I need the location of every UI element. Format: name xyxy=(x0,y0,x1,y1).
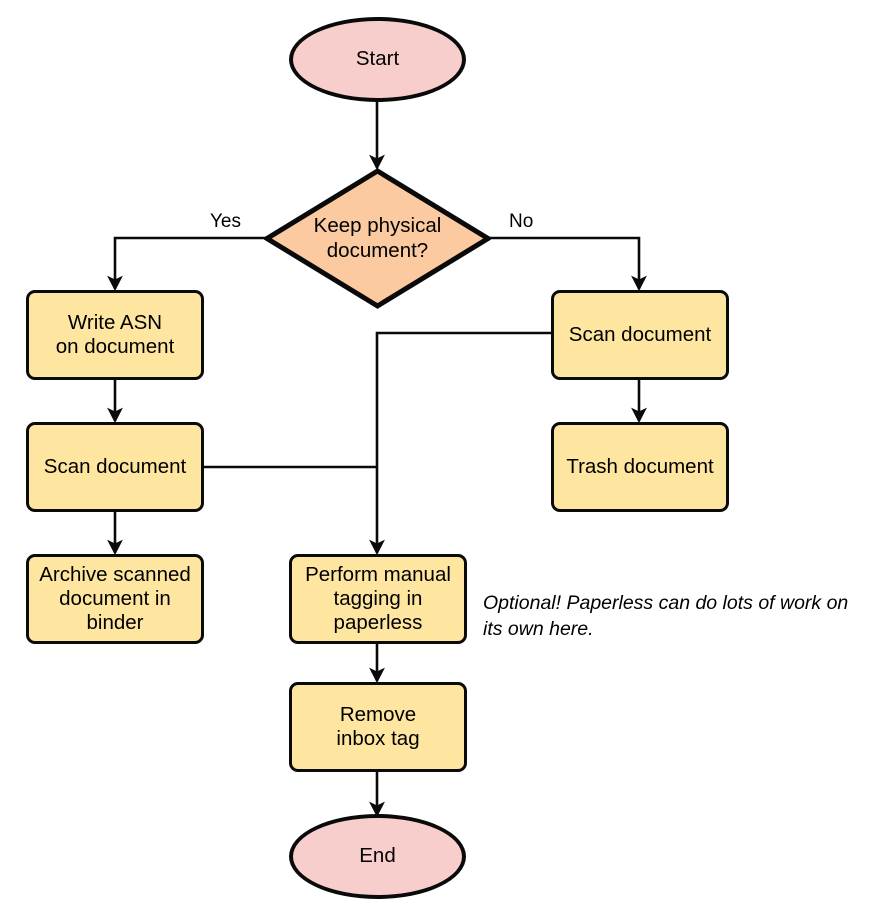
edge-label-no: No xyxy=(509,211,534,232)
node-start[interactable]: Start xyxy=(289,17,466,102)
node-remove-inbox-tag-label: Remove inbox tag xyxy=(336,702,420,750)
node-scan-document-left[interactable]: Scan document xyxy=(26,422,204,512)
diamond-shape xyxy=(264,168,491,309)
node-end[interactable]: End xyxy=(289,814,466,899)
edge-scan-right-to-manual-tag xyxy=(369,331,552,556)
node-perform-manual-tagging-label: Perform manual tagging in paperless xyxy=(305,562,451,635)
node-scan-document-right[interactable]: Scan document xyxy=(551,290,729,380)
node-end-label: End xyxy=(359,844,396,868)
node-trash-document[interactable]: Trash document xyxy=(551,422,729,512)
node-write-asn-label: Write ASN on document xyxy=(55,310,175,358)
edge-decision-yes-to-write-asn xyxy=(107,236,266,292)
node-perform-manual-tagging[interactable]: Perform manual tagging in paperless xyxy=(289,554,467,644)
node-remove-inbox-tag[interactable]: Remove inbox tag xyxy=(289,682,467,772)
edge-label-yes: Yes xyxy=(210,211,241,232)
node-archive-scanned-document[interactable]: Archive scanned document in binder xyxy=(26,554,204,644)
node-trash-document-label: Trash document xyxy=(566,454,714,478)
node-start-label: Start xyxy=(355,47,400,71)
node-write-asn[interactable]: Write ASN on document xyxy=(26,290,204,380)
node-archive-scanned-document-label: Archive scanned document in binder xyxy=(39,562,191,635)
node-scan-document-right-label: Scan document xyxy=(568,322,712,346)
node-keep-physical-document[interactable]: Keep physical document? xyxy=(264,168,491,309)
node-keep-physical-document-label: Keep physical document? xyxy=(313,214,442,262)
node-scan-document-left-label: Scan document xyxy=(43,454,187,478)
annotation-optional-note: Optional! Paperless can do lots of work … xyxy=(483,592,849,640)
edge-decision-no-to-scan-right xyxy=(489,236,647,292)
